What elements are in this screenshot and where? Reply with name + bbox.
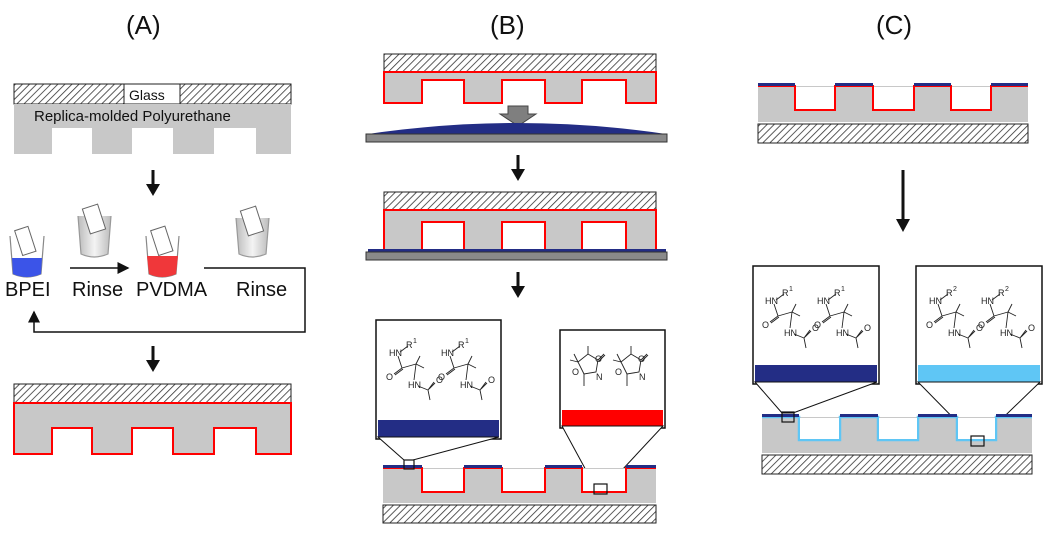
polyurethane-stamp [14,104,291,154]
chem-hn: HN [817,296,830,306]
recess-fill [423,469,625,491]
chem-o: O [488,375,495,385]
chem-o: O [978,320,985,330]
stamp-on-pad [383,209,657,251]
zoom-inset-azlactone: O O N O O N [559,329,666,429]
panel-b-title: (B) [490,10,525,40]
coated-stamp [383,71,657,104]
chem-hn: HN [408,380,421,390]
chem-sup: 1 [789,286,793,293]
chem-sup: 2 [1005,286,1009,293]
chem-hn: HN [441,348,454,358]
zoom-marker [781,411,795,423]
substrate-blue-edge [762,415,1032,442]
step-pvdma: PVDMA [136,279,208,301]
chem-r: R [946,288,953,298]
glass-label: Glass [129,87,165,103]
step-bpei: BPEI [5,279,51,301]
chem-r: R [458,340,465,350]
chem-r: R [998,288,1005,298]
panel-a: (A) Glass Replica-molded Polyurethane BP… [5,10,306,455]
chem-hn: HN [836,328,849,338]
glass-hatch-layer [383,53,657,73]
recess-fill [796,87,990,109]
chem-n: N [596,372,603,382]
chem-sup: 1 [413,338,417,345]
glass-hatch-layer [383,191,657,211]
glass-hatch-layer [757,123,1029,144]
chem-hn: HN [784,328,797,338]
zoom-inset-amine-r1: HN R 1 O HN O HN R 1 O HN O [752,265,880,385]
panel-c-title: (C) [876,10,912,40]
zoom-marker [593,483,608,495]
chem-r: R [406,340,413,350]
chem-o: O [926,320,933,330]
panel-b: (B) HN R 1 [365,10,668,524]
arrow-down-icon [511,155,525,181]
ink-pad-base [365,133,668,143]
substrate-label: Replica-molded Polyurethane [34,108,231,125]
step-rinse-1: Rinse [72,279,123,301]
chem-hn: HN [981,296,994,306]
chem-hn: HN [929,296,942,306]
zoom-cone [376,436,500,461]
chem-hn: HN [1000,328,1013,338]
navy-ink-tops [383,465,656,468]
recess-fill [800,418,995,439]
chem-o: O [864,323,871,333]
panel-c: (C) HN R 1 O HN O HN R [752,10,1043,475]
chem-n: N [639,372,646,382]
gray-block-arrow-icon [498,105,538,127]
arrow-down-icon [146,346,160,372]
panel-a-title: (A) [126,10,161,40]
chem-sup: 2 [953,286,957,293]
chem-o: O [386,372,393,382]
beaker-icon [77,203,112,258]
chem-r: R [834,288,841,298]
substrate-red-edge [383,467,656,493]
chem-o: O [615,367,622,377]
ink-pad-base [365,251,668,261]
beaker-icon [9,225,45,278]
ink-film [368,123,666,134]
cycle-return-arrow [28,267,306,333]
chem-o: O [436,375,443,385]
ink-pad-thin [368,249,666,252]
beaker-icon [235,205,270,258]
chem-o: O [572,367,579,377]
coated-stamp [13,402,292,455]
chem-o: O [762,320,769,330]
chem-o: O [814,320,821,330]
chem-hn: HN [948,328,961,338]
chem-o: O [976,323,983,333]
zoom-inset-amine: HN R 1 O HN O HN R 1 O HN O [375,319,502,440]
beaker-icon [145,225,180,278]
substrate-red-edge [758,85,1028,111]
chem-hn: HN [389,348,402,358]
zoom-marker [970,435,985,447]
zoom-inset-amine-r2: HN R 2 O HN O HN R 2 O HN O [915,265,1043,385]
chem-o: O [438,372,445,382]
arrow-down-icon [146,170,160,196]
glass-hatch-layer [761,454,1033,475]
chem-hn: HN [765,296,778,306]
navy-ink-tops [758,83,1028,86]
step-rinse-2: Rinse [236,279,287,301]
chem-o: O [1028,323,1035,333]
chem-r: R [782,288,789,298]
zoom-cone [753,381,878,414]
chem-sup: 1 [465,338,469,345]
chem-o: O [595,354,602,364]
navy-ink-tops [762,414,1032,417]
glass-hatch-layer [13,383,292,404]
glass-hatch-layer [382,504,657,524]
chem-o: O [812,323,819,333]
arrow-down-icon [511,272,525,298]
chem-sup: 1 [841,286,845,293]
arrow-down-icon [896,170,910,232]
chem-o: O [638,354,645,364]
chem-hn: HN [460,380,473,390]
zoom-marker [403,459,415,470]
